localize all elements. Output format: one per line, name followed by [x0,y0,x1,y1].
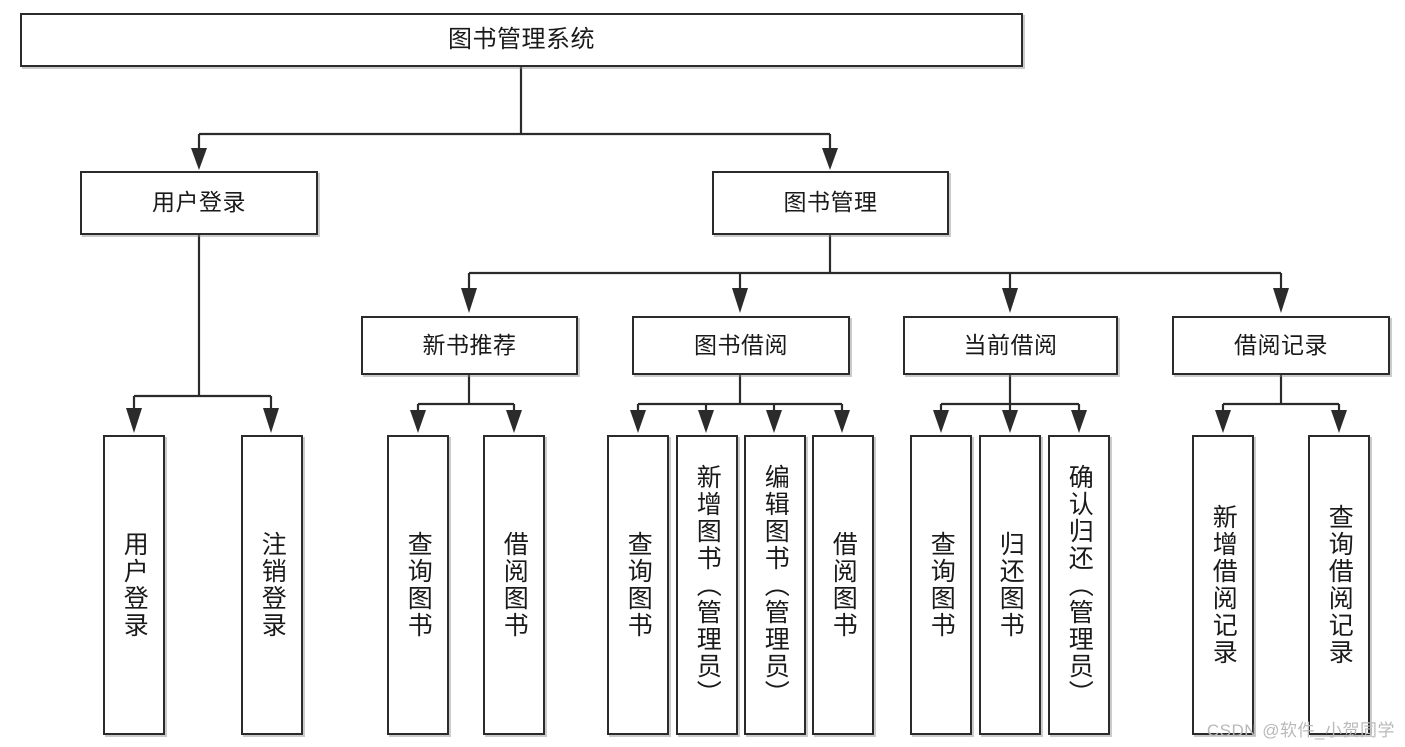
node-leaf-edit-book[interactable]: 编辑图书（管理员） [744,435,806,735]
node-book-manage-label: 图书管理 [783,189,878,216]
node-leaf-borrow-book-2[interactable]: 借阅图书 [812,435,874,735]
node-leaf-query-book-1[interactable]: 查询图书 [387,435,449,735]
node-leaf-confirm-return[interactable]: 确认归还（管理员） [1048,435,1110,735]
arrow-leaf-user-login [126,408,142,433]
arrow-to-book-borrow [732,288,748,313]
node-leaf-add-book[interactable]: 新增图书（管理员） [676,435,738,735]
node-leaf-return-book[interactable]: 归还图书 [979,435,1041,735]
arrow-leaf-edit-book [766,410,782,433]
node-borrow-record-label: 借阅记录 [1234,331,1328,358]
node-leaf-borrow-book-2-label: 借阅图书 [829,531,858,639]
arrow-root-to-book-manage [822,148,838,170]
arrow-leaf-query-book-3 [933,410,949,433]
node-leaf-add-record-label: 新增借阅记录 [1209,504,1238,666]
node-current-borrow-label: 当前借阅 [963,331,1058,358]
arrow-to-new-book-rec [461,288,477,313]
arrow-root-to-user-login [191,148,207,170]
arrow-leaf-borrow-book-1 [506,410,522,433]
csdn-watermark: CSDN @软件_小贺同学 [1206,721,1395,740]
node-leaf-query-book-3[interactable]: 查询图书 [910,435,972,735]
arrow-leaf-query-book-2 [630,410,646,433]
node-leaf-query-record[interactable]: 查询借阅记录 [1308,435,1370,735]
node-leaf-edit-book-label: 编辑图书（管理员） [761,463,790,707]
arrow-leaf-add-book [698,410,714,433]
node-leaf-query-book-2[interactable]: 查询图书 [607,435,669,735]
node-leaf-query-book-3-label: 查询图书 [927,531,956,639]
node-book-borrow-label: 图书借阅 [694,331,788,358]
node-leaf-return-book-label: 归还图书 [996,531,1025,639]
arrow-leaf-borrow-book-2 [834,410,850,433]
node-book-borrow[interactable]: 图书借阅 [632,316,850,375]
node-leaf-logout-label: 注销登录 [258,531,287,639]
node-leaf-confirm-return-label: 确认归还（管理员） [1065,463,1094,707]
arrow-leaf-add-record [1215,410,1231,433]
node-new-book-rec[interactable]: 新书推荐 [361,316,578,375]
node-leaf-query-book-1-label: 查询图书 [404,531,433,639]
arrow-leaf-confirm-return [1071,410,1087,433]
node-leaf-borrow-book-1-label: 借阅图书 [500,531,529,639]
arrow-leaf-logout [263,408,279,433]
node-leaf-borrow-book-1[interactable]: 借阅图书 [483,435,545,735]
arrow-leaf-return-book [1002,410,1018,433]
node-leaf-add-book-label: 新增图书（管理员） [693,463,722,707]
arrow-to-current-borrow [1002,288,1018,313]
node-leaf-query-book-2-label: 查询图书 [624,531,653,639]
arrow-leaf-query-record [1331,410,1347,433]
node-borrow-record[interactable]: 借阅记录 [1172,316,1390,375]
node-leaf-logout[interactable]: 注销登录 [241,435,303,735]
node-current-borrow[interactable]: 当前借阅 [903,316,1118,375]
node-new-book-rec-label: 新书推荐 [422,331,517,358]
node-book-manage[interactable]: 图书管理 [712,171,949,235]
node-user-login[interactable]: 用户登录 [80,171,318,235]
node-leaf-user-login[interactable]: 用户登录 [103,435,165,735]
node-user-login-label: 用户登录 [152,189,246,216]
node-leaf-user-login-label: 用户登录 [120,531,149,639]
arrow-to-borrow-record [1273,288,1289,313]
node-leaf-add-record[interactable]: 新增借阅记录 [1192,435,1254,735]
node-leaf-query-record-label: 查询借阅记录 [1325,504,1354,666]
node-root[interactable]: 图书管理系统 [20,13,1023,67]
arrow-leaf-query-book-1 [410,410,426,433]
node-root-label: 图书管理系统 [448,25,595,53]
